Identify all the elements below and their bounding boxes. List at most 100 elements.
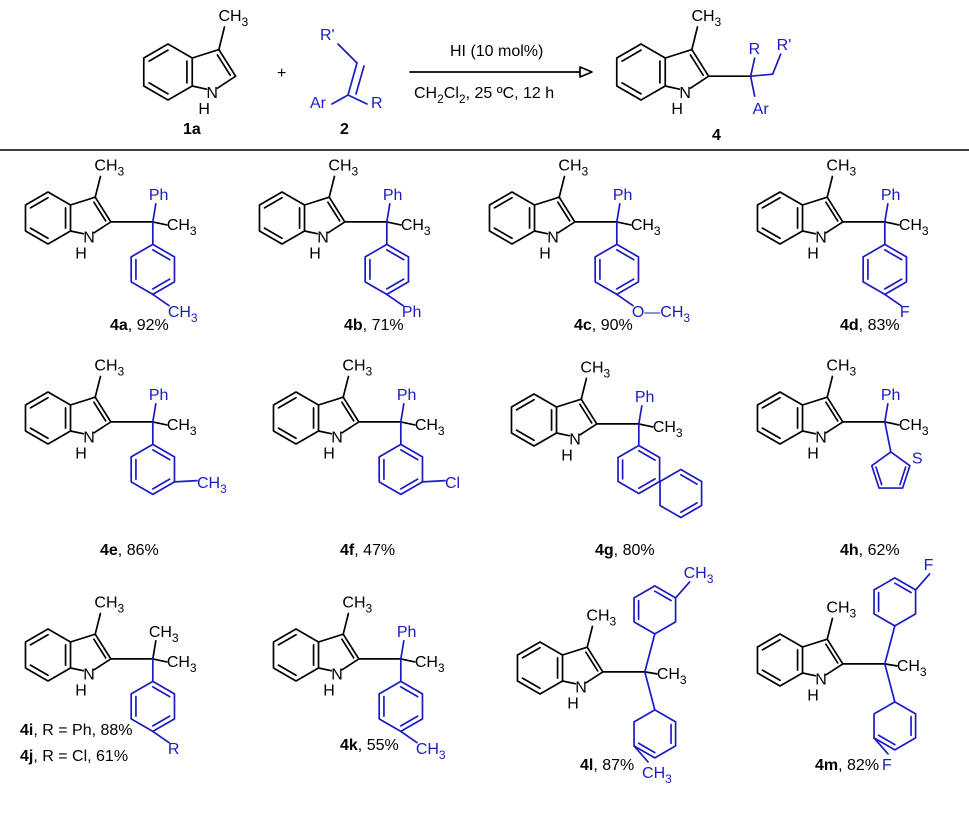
product-4c-bond-methyl	[558, 175, 566, 199]
product-4e-benzene-double-2	[29, 427, 49, 440]
product-4e-aryl-double-1	[151, 449, 171, 461]
product-4g-benzene-double-3	[515, 398, 535, 411]
product-4i-bond-c3-c2-double	[93, 638, 107, 659]
product-4d-bond-c3-c2-double	[825, 201, 839, 222]
product-4-bond-ch2	[749, 73, 774, 78]
product-4a-aryl-ring	[130, 243, 176, 296]
product-4m-right-label: CH3	[897, 658, 927, 679]
product-4g-bond-c3-c2-double	[579, 403, 593, 424]
product-4c-benzene-ring	[488, 191, 536, 245]
product-4l-bond-n1-c7a	[561, 680, 577, 685]
alkene-double-bond-2	[355, 65, 365, 95]
product-4h-bond-methyl	[826, 375, 834, 399]
reactant-1a-nh-label: H	[198, 101, 210, 118]
product-4l-right-label: CH3	[657, 666, 687, 687]
product-4f-caption: 4f, 47%	[340, 542, 395, 559]
product-4f-aryl-double-2	[399, 478, 419, 490]
reactant-1a-bond-c2-n1	[216, 75, 237, 90]
product-4h-caption: 4h, 62%	[840, 542, 900, 559]
product-4m-methyl-label: CH3	[826, 600, 856, 621]
product-4m-bond-c3a-c3	[801, 638, 829, 648]
product-4b-benzene-double-3	[263, 196, 283, 209]
product-4b-benzene-ring	[258, 191, 306, 245]
product-4g-aryl-double-1	[637, 449, 656, 461]
product-4m-bond-n1-c7a	[801, 672, 817, 677]
product-4f-benzene-double-2	[277, 427, 297, 440]
product-4c-n-label: N	[547, 230, 559, 247]
product-4i-benzene-double-3	[29, 633, 49, 646]
product-4g-methyl-label: CH3	[580, 360, 610, 381]
product-4m-bond-lower-aryl	[883, 663, 896, 703]
product-4d-benzene-ring	[756, 191, 804, 245]
reactant-2-label: 2	[340, 121, 349, 138]
product-4a-benzene-double-2	[29, 227, 49, 240]
product-4g-caption: 4g, 80%	[595, 542, 655, 559]
product-4d-bond-c3-c2	[826, 196, 844, 223]
product-4i-top-label: CH3	[149, 624, 179, 645]
product-4l-upper-double-2	[653, 590, 672, 602]
product-4b-top-label: Ph	[383, 187, 403, 204]
product-4g-bond-n1-c7a	[555, 432, 571, 437]
product-4c-bond-para	[615, 293, 634, 307]
product-4e-compound-id: 4e	[100, 542, 118, 559]
product-4f-aryl-ring	[378, 443, 424, 496]
product-4i-bond-c3-c2	[94, 633, 112, 660]
product-4b-yield: , 71%	[363, 317, 404, 334]
product-4i-right-label: CH3	[167, 654, 197, 675]
product-4g-naphthyl-ring-2	[659, 468, 703, 519]
product-4-bond-rprime	[771, 53, 782, 76]
product-4g-aryl-ring	[617, 444, 661, 495]
product-4d-caption: 4d, 83%	[840, 317, 900, 334]
product-4h-bond-c3-c2-double	[825, 401, 839, 422]
product-4c-caption: 4c, 90%	[574, 317, 633, 334]
product-4a-bond-methyl	[94, 175, 102, 199]
alkene-double-bond	[347, 62, 358, 96]
product-4-bond-ar	[749, 75, 756, 98]
product-4l-n-label: N	[575, 680, 587, 697]
product-4d-benzene-double-2	[761, 227, 781, 240]
product-4e-meta-label: CH3	[197, 475, 227, 496]
product-4e-caption: 4e, 86%	[100, 542, 159, 559]
product-4g-bond-c3-c2	[580, 398, 598, 425]
product-4a-methyl-label: CH3	[94, 158, 124, 179]
product-4g-yield: , 80%	[614, 542, 655, 559]
product-4i-compound-id: 4i	[20, 722, 33, 739]
product-4a-bond-c3a-c3	[69, 196, 97, 206]
product-4f-nh-label: H	[323, 446, 335, 463]
product-4m-bond-lower-para	[873, 737, 889, 755]
product-4a-aryl-double-2	[151, 278, 171, 290]
product-4g-nh-label: H	[561, 448, 573, 465]
product-4d-bond-right	[883, 221, 900, 226]
product-4b-aryl-ring	[364, 243, 410, 296]
product-4i-bond-right	[151, 658, 168, 663]
product-4-r-label: R	[749, 41, 761, 58]
reactant-1a-n-label: N	[206, 85, 218, 102]
product-4l-bond-methyl	[586, 625, 594, 649]
product-4l-lower-aryl-ring	[633, 709, 677, 759]
product-4m-lower-para-label: F	[882, 757, 892, 774]
product-4f-aryl-double-1	[399, 449, 419, 461]
product-4c-para-label: O—CH3	[632, 304, 691, 325]
product-4i-bond-c2-n1	[93, 658, 112, 671]
product-4m-bond-upper-para	[914, 573, 931, 591]
product-4g-benzene-double-2	[515, 429, 535, 442]
product-4a-nh-label: H	[75, 246, 87, 263]
product-4l-bond-upper-para	[674, 581, 691, 599]
product-4k-bond-top	[399, 640, 405, 660]
product-4e-right-label: CH3	[167, 417, 197, 438]
product-4h-bond-thienyl	[883, 421, 892, 453]
product-4e-nh-label: H	[75, 446, 87, 463]
product-4j-caption: 4j, R = Cl, 61%	[20, 748, 128, 765]
product-4m-upper-aryl-ring	[873, 577, 917, 627]
product-4b-right-label: CH3	[401, 217, 431, 238]
product-4i-benzene-ring	[24, 628, 72, 682]
product-4k-right-label: CH3	[415, 654, 445, 675]
alkene-r-label: R	[371, 95, 383, 112]
product-4h-nh-label: H	[807, 446, 819, 463]
product-4g-bond-top	[637, 405, 643, 425]
reaction-arrowhead	[579, 66, 593, 78]
product-4c-yield: , 90%	[592, 317, 633, 334]
